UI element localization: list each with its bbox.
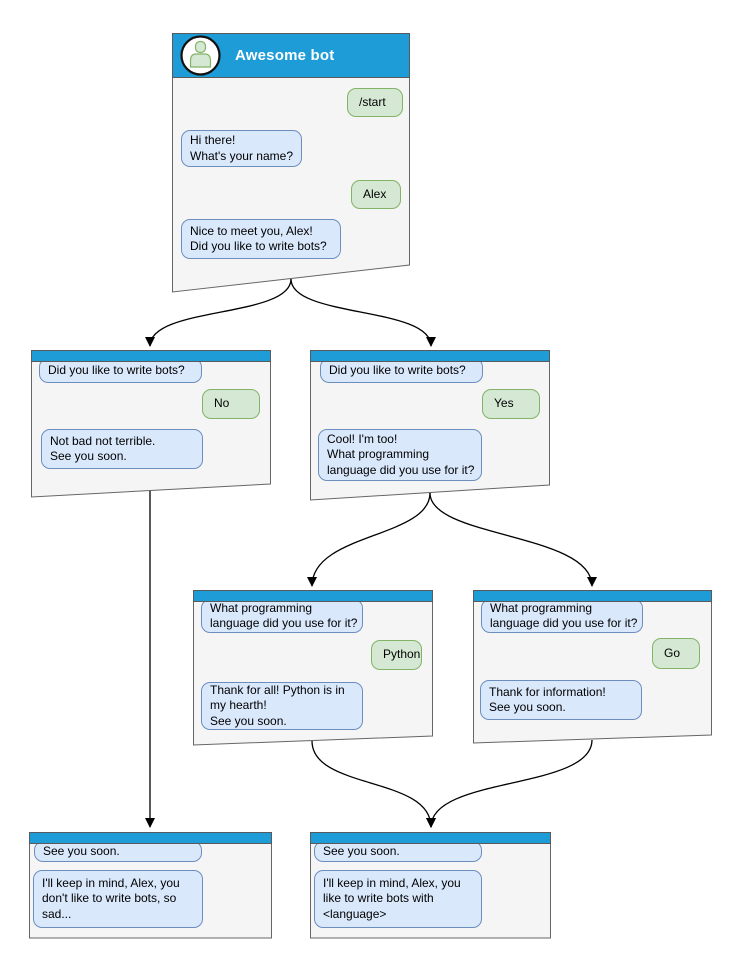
window-titlebar [31,350,271,362]
chat-window-main: Awesome bot /start Hi there! What's your… [172,33,410,293]
window-titlebar [473,590,712,602]
user-message-bubble: /start [347,88,403,117]
edge-main-to-yes [290,278,436,347]
chat-window-lang-python: What programming language did you use fo… [193,590,433,746]
chat-window-lang-go: What programming language did you use fo… [473,590,712,744]
edge-yes-to-python [307,492,431,587]
window-titlebar [310,350,550,362]
edge-go-to-end [426,739,593,828]
bot-avatar-icon [180,35,221,76]
window-titlebar [310,832,551,844]
window-titlebar: Awesome bot [172,33,410,78]
bot-message-bubble: See you soon. [34,841,202,862]
window-titlebar [193,590,433,602]
user-message-bubble: Go [652,638,700,669]
bot-message-bubble: Hi there! What's your name? [181,130,302,167]
bot-message-bubble: I'll keep in mind, Alex, you don't like … [33,870,203,928]
bot-message-bubble: Not bad not terrible. See you soon. [41,429,203,469]
edge-yes-to-go [429,492,597,587]
edge-main-to-no [145,278,292,347]
chat-window-end-no: See you soon. I'll keep in mind, Alex, y… [29,832,272,939]
user-message-bubble: Alex [351,180,401,209]
window-title: Awesome bot [235,47,335,64]
bot-message-bubble: Did you like to write bots? [39,358,202,383]
bot-message-bubble: Cool! I'm too! What programming language… [318,429,482,481]
chat-window-end-yes: See you soon. I'll keep in mind, Alex, y… [310,832,551,939]
chat-window-branch-no: Did you like to write bots? No Not bad n… [31,350,271,498]
user-message-bubble: Python [371,640,422,670]
user-message-bubble: No [202,389,260,419]
chat-window-branch-yes: Did you like to write bots? Yes Cool! I'… [310,350,550,501]
edge-python-to-end [311,740,436,828]
bot-message-bubble: See you soon. [314,841,482,862]
user-message-bubble: Yes [482,389,540,419]
window-titlebar [29,832,272,844]
bot-message-bubble: What programming language did you use fo… [481,599,643,633]
bot-message-bubble: Thank for information! See you soon. [480,680,642,720]
bot-message-bubble: Nice to meet you, Alex! Did you like to … [181,219,341,259]
bot-message-bubble: Did you like to write bots? [320,358,483,383]
bot-message-bubble: I'll keep in mind, Alex, you like to wri… [314,870,482,928]
bot-message-bubble: What programming language did you use fo… [201,599,363,633]
bot-message-bubble: Thank for all! Python is in my hearth! S… [201,682,363,730]
